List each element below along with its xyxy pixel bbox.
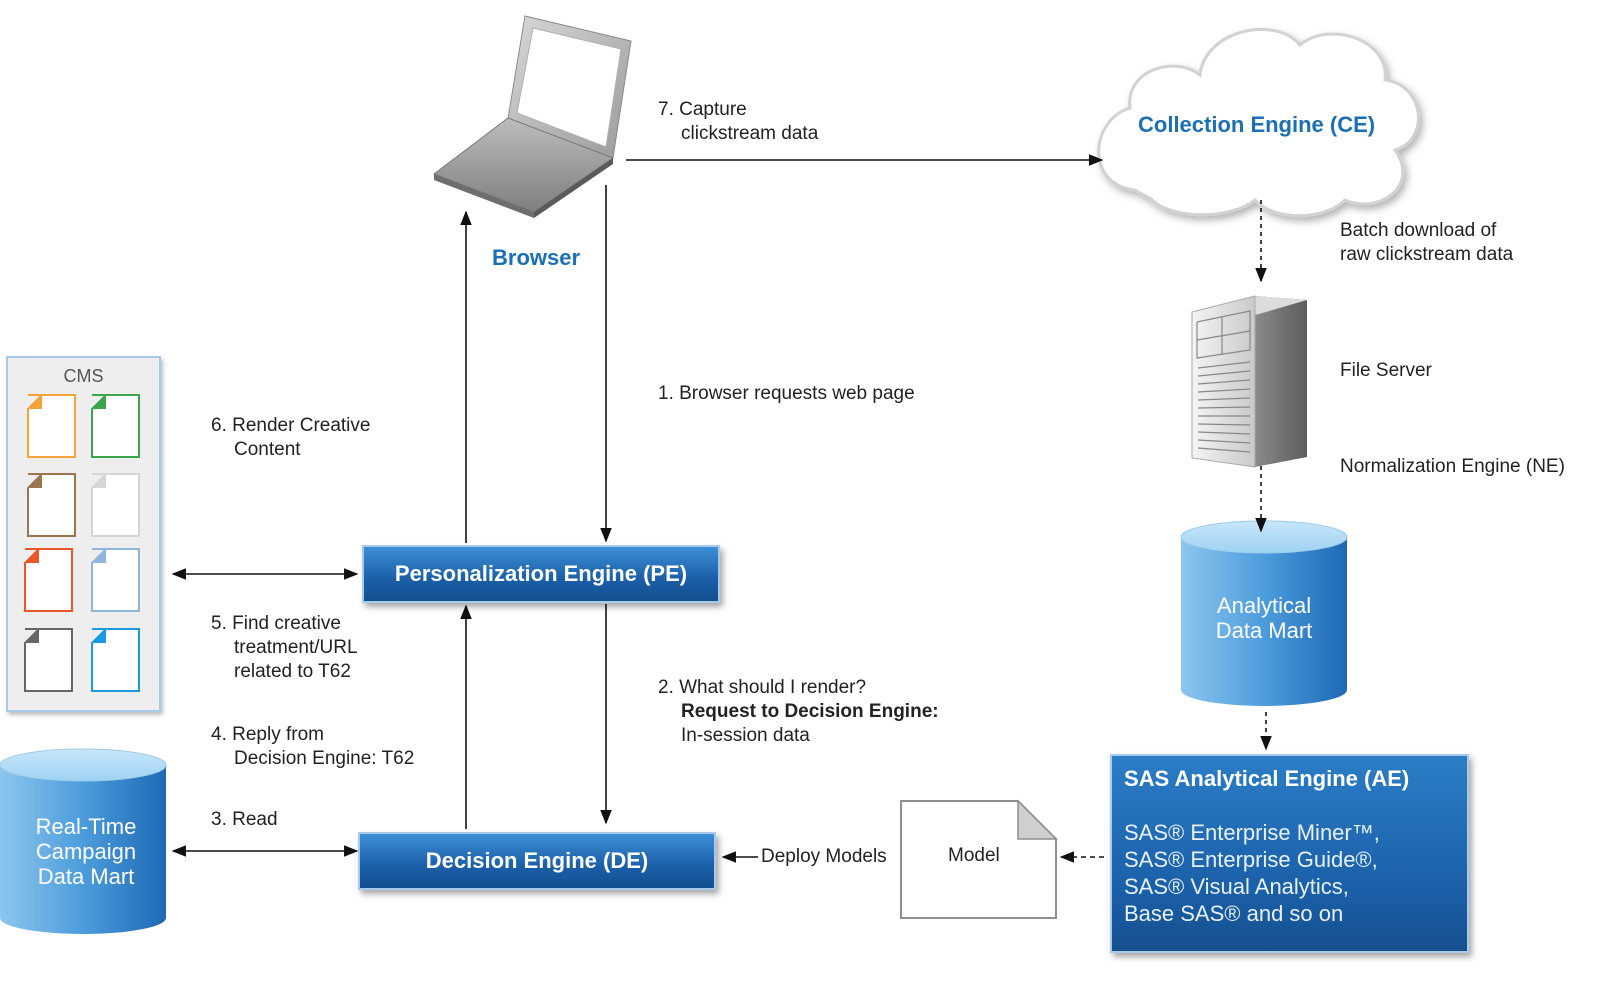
step-3-label: 3. Read bbox=[211, 809, 278, 830]
step-5-line-3: related to T62 bbox=[234, 661, 351, 682]
laptop-icon bbox=[432, 15, 632, 218]
analytical-data-mart-line-1: Analytical bbox=[1216, 593, 1312, 618]
analytical-data-mart-cylinder bbox=[1180, 520, 1348, 706]
step-5-line-1: 5. Find creative bbox=[211, 613, 341, 634]
ae-line-4: Base SAS® and so on bbox=[1124, 901, 1344, 926]
realtime-data-mart-line-2: Campaign bbox=[35, 839, 137, 864]
model-document-icon bbox=[900, 799, 1058, 919]
ae-line-1: SAS® Enterprise Miner™, bbox=[1124, 820, 1380, 845]
batch-download-label: Batch download of raw clickstream data bbox=[1340, 219, 1513, 267]
step-6-line-2: Content bbox=[234, 439, 301, 460]
decision-engine-box: Decision Engine (DE) bbox=[358, 832, 716, 890]
orange-document-icon bbox=[27, 394, 76, 458]
cyan-document-icon bbox=[91, 628, 140, 692]
analytical-data-mart-label: Analytical Data Mart bbox=[1181, 593, 1347, 643]
realtime-data-mart-cylinder bbox=[0, 748, 167, 934]
brown-document-icon bbox=[27, 473, 76, 537]
step-2-line-1: 2. What should I render? bbox=[658, 677, 867, 698]
realtime-data-mart-label: Real-Time Campaign Data Mart bbox=[0, 814, 172, 889]
browser-label: Browser bbox=[492, 245, 581, 270]
step-1-label: 1. Browser requests web page bbox=[658, 383, 915, 404]
realtime-data-mart-line-3: Data Mart bbox=[37, 864, 135, 889]
file-server-label: File Server bbox=[1340, 360, 1432, 381]
step-7-label: 7. Capture clickstream data bbox=[658, 98, 818, 146]
light-blue-document-icon bbox=[91, 548, 140, 612]
step-6-line-1: 6. Render Creative bbox=[211, 415, 371, 436]
personalization-engine-label: Personalization Engine (PE) bbox=[394, 561, 688, 586]
cms-title: CMS bbox=[63, 366, 104, 386]
batch-download-line-2: raw clickstream data bbox=[1340, 244, 1514, 265]
analytical-data-mart-line-2: Data Mart bbox=[1215, 618, 1313, 643]
analytical-engine-title: SAS Analytical Engine (AE) bbox=[1124, 766, 1410, 791]
collection-engine-label: Collection Engine (CE) bbox=[1138, 112, 1376, 137]
analytical-engine-box: SAS Analytical Engine (AE) SAS® Enterpri… bbox=[1110, 754, 1469, 953]
step-4-line-1: 4. Reply from bbox=[211, 724, 324, 745]
step-7-line-2: clickstream data bbox=[681, 123, 819, 144]
cloud-icon bbox=[1097, 28, 1420, 218]
decision-engine-label: Decision Engine (DE) bbox=[425, 848, 649, 873]
dark-gray-document-icon bbox=[24, 628, 73, 692]
step-4-line-2: Decision Engine: T62 bbox=[234, 748, 415, 769]
batch-download-line-1: Batch download of bbox=[1340, 220, 1497, 241]
step-4-label: 4. Reply from Decision Engine: T62 bbox=[211, 723, 414, 771]
gray-document-icon bbox=[91, 473, 140, 537]
cms-documents bbox=[24, 394, 140, 692]
connectors bbox=[171, 154, 1272, 863]
step-2-line-3: In-session data bbox=[681, 725, 810, 746]
ae-line-3: SAS® Visual Analytics, bbox=[1124, 874, 1349, 899]
step-6-label: 6. Render Creative Content bbox=[211, 414, 370, 462]
normalization-engine-label: Normalization Engine (NE) bbox=[1340, 456, 1565, 477]
ae-line-2: SAS® Enterprise Guide®, bbox=[1124, 847, 1378, 872]
step-5-label: 5. Find creative treatment/URL related t… bbox=[211, 612, 358, 684]
step-2-line-2: Request to Decision Engine: bbox=[681, 701, 939, 722]
step-7-line-1: 7. Capture bbox=[658, 99, 747, 120]
model-label: Model bbox=[948, 845, 1000, 866]
step-5-line-2: treatment/URL bbox=[234, 637, 358, 658]
server-icon bbox=[1191, 295, 1307, 468]
cms-panel: CMS bbox=[6, 356, 161, 712]
green-document-icon bbox=[91, 394, 140, 458]
step-2-label: 2. What should I render? Request to Deci… bbox=[658, 676, 939, 748]
deploy-models-label: Deploy Models bbox=[761, 846, 887, 867]
realtime-data-mart-line-1: Real-Time bbox=[35, 814, 137, 839]
personalization-engine-box: Personalization Engine (PE) bbox=[362, 545, 720, 603]
red-document-icon bbox=[24, 548, 73, 612]
